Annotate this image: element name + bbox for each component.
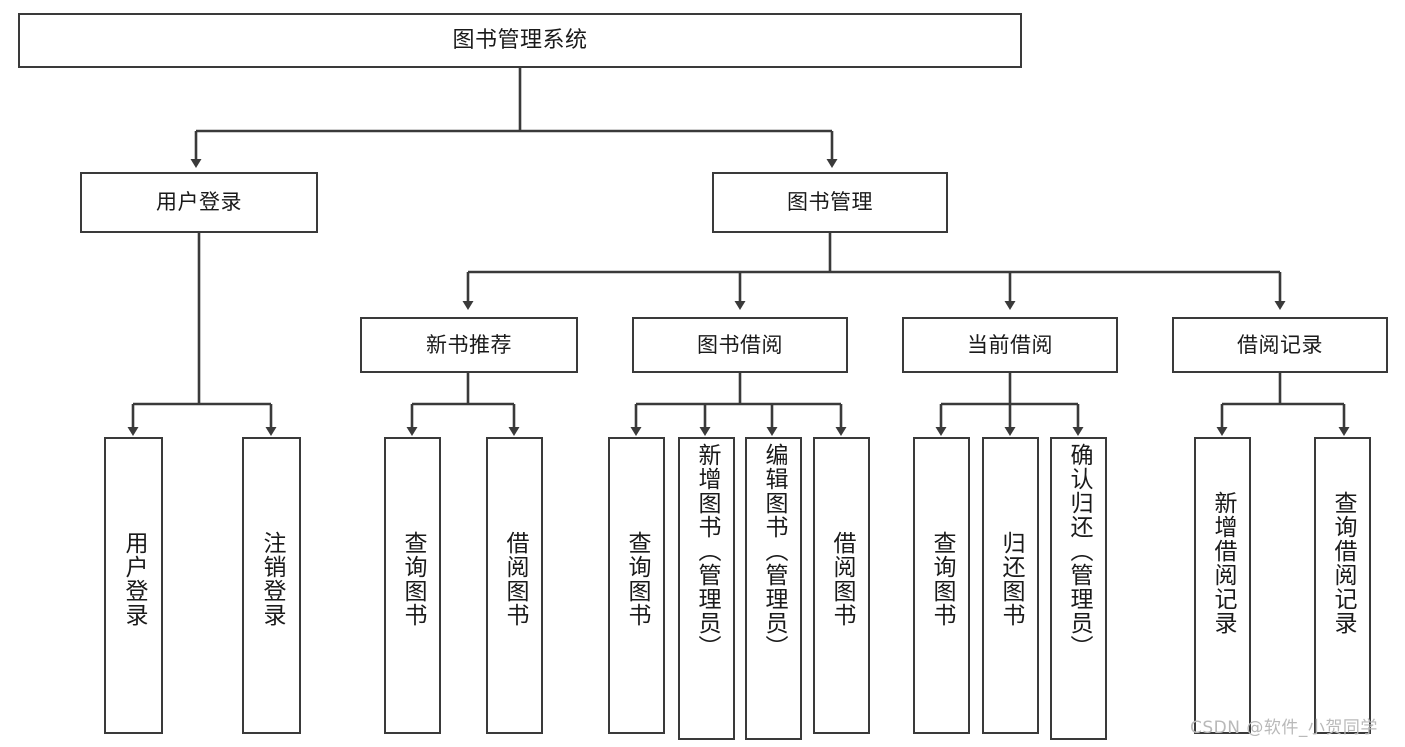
node-label: 图书借阅 (697, 332, 783, 357)
node-label: 借阅图书 (829, 531, 855, 627)
node-label: 用户登录 (156, 190, 242, 215)
leaf-user-login[interactable]: 用户登录 (104, 437, 163, 734)
leaf-query-books-borrow[interactable]: 查询图书 (608, 437, 665, 734)
node-root-system[interactable]: 图书管理系统 (18, 13, 1022, 68)
leaf-query-borrow-record[interactable]: 查询借阅记录 (1314, 437, 1371, 734)
leaf-borrow-books[interactable]: 借阅图书 (813, 437, 870, 734)
leaf-add-book-admin[interactable]: 新增图书（管理员） (678, 437, 735, 740)
leaf-edit-book-admin[interactable]: 编辑图书（管理员） (745, 437, 802, 740)
node-label: 归还图书 (998, 531, 1024, 627)
node-label: 新增图书（管理员） (694, 443, 720, 659)
node-label: 查询借阅记录 (1330, 491, 1356, 635)
node-new-book-recommend[interactable]: 新书推荐 (360, 317, 578, 373)
leaf-query-books-recommend[interactable]: 查询图书 (384, 437, 441, 734)
node-label: 借阅图书 (502, 531, 528, 627)
leaf-borrow-books-recommend[interactable]: 借阅图书 (486, 437, 543, 734)
node-label: 新增借阅记录 (1210, 491, 1236, 635)
node-label: 确认归还（管理员） (1066, 443, 1092, 659)
leaf-confirm-return-admin[interactable]: 确认归还（管理员） (1050, 437, 1107, 740)
node-book-borrow[interactable]: 图书借阅 (632, 317, 848, 373)
node-label: 查询图书 (929, 531, 955, 627)
node-label: 编辑图书（管理员） (761, 443, 787, 659)
node-user-login[interactable]: 用户登录 (80, 172, 318, 233)
node-label: 查询图书 (624, 531, 650, 627)
csdn-watermark: CSDN @软件_小贺同学 (1190, 718, 1378, 738)
node-label: 当前借阅 (967, 332, 1053, 357)
node-label: 借阅记录 (1237, 332, 1323, 357)
leaf-query-books-current[interactable]: 查询图书 (913, 437, 970, 734)
leaf-add-borrow-record[interactable]: 新增借阅记录 (1194, 437, 1251, 734)
leaf-logout[interactable]: 注销登录 (242, 437, 301, 734)
node-label: 图书管理 (787, 190, 873, 215)
node-current-borrow[interactable]: 当前借阅 (902, 317, 1118, 373)
node-label: 用户登录 (121, 531, 147, 627)
node-label: 查询图书 (400, 531, 426, 627)
node-book-management[interactable]: 图书管理 (712, 172, 948, 233)
node-label: 新书推荐 (426, 332, 512, 357)
leaf-return-books[interactable]: 归还图书 (982, 437, 1039, 734)
node-label: 图书管理系统 (452, 27, 588, 53)
node-label: 注销登录 (259, 531, 285, 627)
node-borrow-records[interactable]: 借阅记录 (1172, 317, 1388, 373)
